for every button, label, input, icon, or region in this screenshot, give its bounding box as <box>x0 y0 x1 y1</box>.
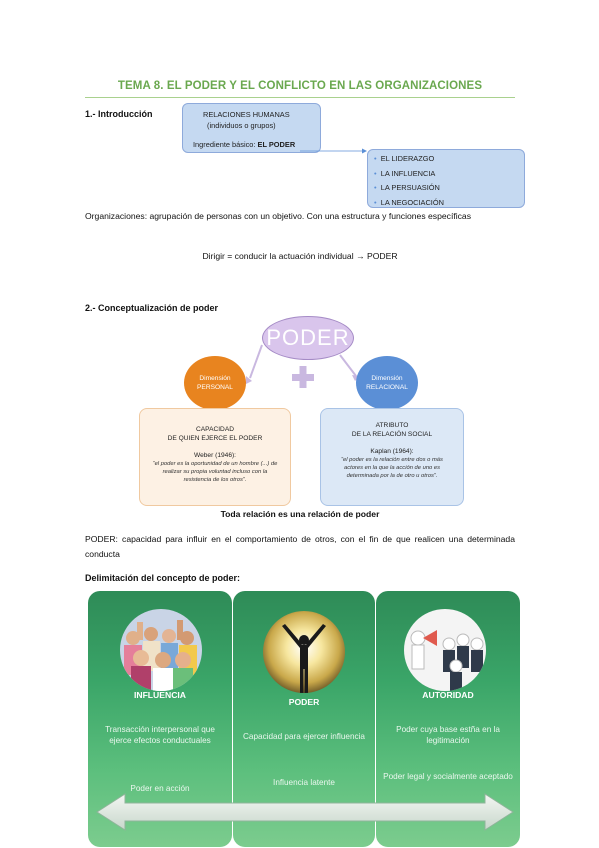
dirigir-formula: Dirigir = conducir la actuación individu… <box>202 251 398 261</box>
megaphone-figures-icon <box>404 609 486 691</box>
panel-title-autoridad: AUTORIDAD <box>422 690 474 700</box>
crowd-photo-icon <box>120 609 202 691</box>
poder-ellipse: PODER <box>262 316 354 360</box>
card-subtitle: DE LA RELACIÓN SOCIAL <box>351 431 433 438</box>
atributo-card: ATRIBUTO DE LA RELACIÓN SOCIAL Kaplan (1… <box>320 408 464 506</box>
panel-text: Influencia latente <box>273 778 335 787</box>
double-arrow-icon <box>96 793 514 831</box>
plus-icon <box>292 366 314 388</box>
box-line-3-prefix: Ingrediente básico: <box>193 140 258 149</box>
delimitacion-heading: Delimitación del concepto de poder: <box>85 573 241 583</box>
capacidad-card: CAPACIDAD DE QUIEN EJERCE EL PODER Weber… <box>139 408 291 506</box>
list-item: • LA PERSUASIÓN <box>374 183 440 192</box>
page-title: TEMA 8. EL PODER Y EL CONFLICTO EN LAS O… <box>117 80 483 92</box>
panel-text: Transacción interpersonal que ejerce efe… <box>105 725 215 745</box>
card-quote: “el poder es la oportunidad de un hombre… <box>152 461 278 483</box>
panel-text: Poder en acción <box>130 784 190 793</box>
organizaciones-paragraph: Organizaciones: agrupación de personas c… <box>85 211 471 221</box>
card-subtitle: DE QUIEN EJERCE EL PODER <box>167 435 263 442</box>
list-item: • EL LIDERAZGO <box>374 154 435 163</box>
person-raising-arms-icon <box>263 611 345 693</box>
box-line-3-bold: EL PODER <box>257 140 296 149</box>
section-1-heading: 1.- Introducción <box>85 109 153 119</box>
list-item: • LA INFLUENCIA <box>374 168 436 178</box>
power-forms-list: • EL LIDERAZGO • LA INFLUENCIA • LA PERS… <box>367 149 525 208</box>
panel-title-poder: PODER <box>288 697 320 707</box>
relacional-dimension-circle: Dimensión RELACIONAL <box>356 356 418 410</box>
card-title: CAPACIDAD <box>196 426 234 433</box>
list-item: • LA NEGOCIACIÓN <box>374 197 444 207</box>
card-author: Kaplan (1964): <box>370 448 414 455</box>
box-line-1: RELACIONES HUMANAS <box>203 110 290 119</box>
card-title: ATRIBUTO <box>375 422 409 429</box>
personal-dimension-circle: Dimensión PERSONAL <box>184 356 246 410</box>
panel-text: Capacidad para ejercer influencia <box>243 732 365 741</box>
panel-title-influencia: INFLUENCIA <box>133 690 187 700</box>
relaciones-humanas-box: RELACIONES HUMANAS (individuos o grupos)… <box>182 103 321 153</box>
section-2-heading: 2.- Conceptualización de poder <box>85 303 219 313</box>
diagram-caption: Toda relación es una relación de poder <box>220 509 380 519</box>
box-line-3: Ingrediente básico: EL PODER <box>193 139 295 150</box>
card-quote: “el poder es la relación entre dos o más… <box>341 457 443 479</box>
box-line-2: (individuos o grupos) <box>207 121 276 130</box>
card-author: Weber (1946): <box>193 452 237 459</box>
poder-definition: PODER: capacidad para influir en el comp… <box>85 534 515 559</box>
panel-text: Poder cuya base estña en la legitimación <box>396 725 500 745</box>
title-divider <box>85 97 515 98</box>
panel-text: Poder legal y socialmente aceptado <box>383 772 513 781</box>
